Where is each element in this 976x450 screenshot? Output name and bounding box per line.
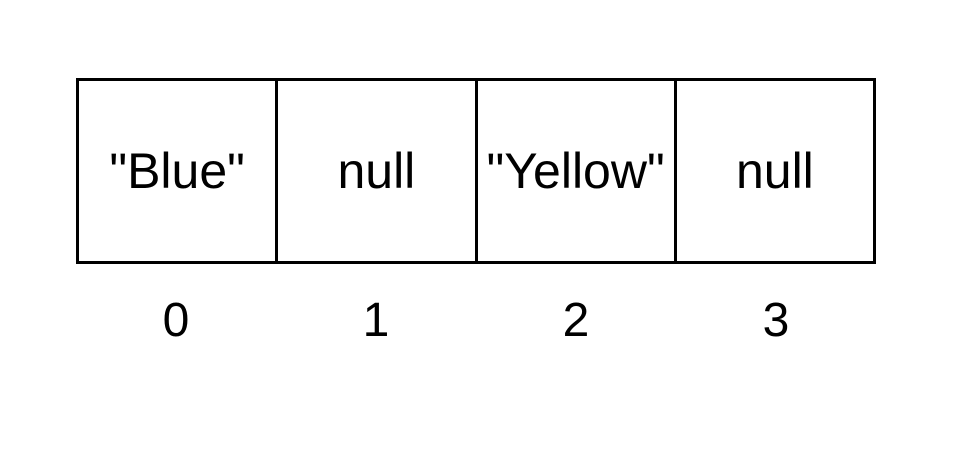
index-label-1: 1 [362, 293, 390, 347]
index-label-2: 2 [562, 293, 590, 347]
array-indices: 0 1 2 3 [76, 290, 876, 350]
array-cell-3: null [735, 143, 814, 199]
index-label-0: 0 [162, 293, 190, 347]
array-cell-0: "Blue" [79, 81, 279, 261]
array-diagram: "Blue" null "Yellow" null [76, 78, 876, 264]
array-cell-1: null [278, 81, 478, 261]
array-cell-2: "Yellow" [478, 81, 677, 261]
index-label-3: 3 [762, 293, 790, 347]
